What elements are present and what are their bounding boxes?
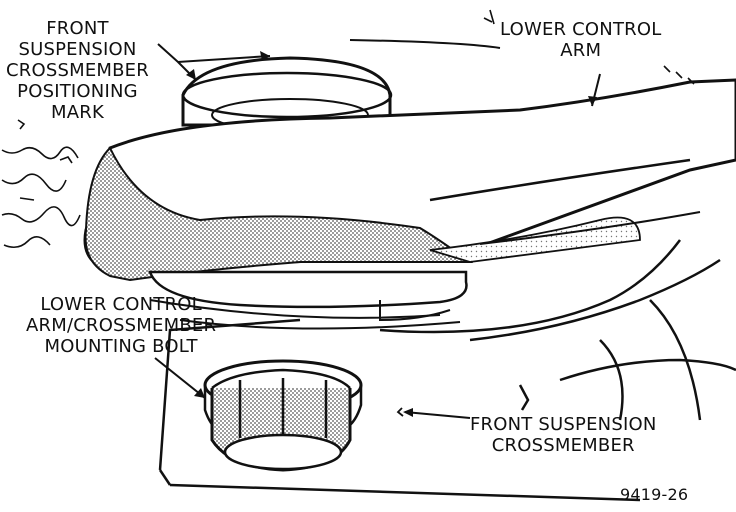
- label-line: LOWER CONTROL: [500, 19, 662, 40]
- label-line: POSITIONING: [17, 81, 138, 102]
- label-line: FRONT SUSPENSION: [470, 414, 657, 435]
- leader-arrowheads: [186, 51, 597, 417]
- label-line: MOUNTING BOLT: [44, 336, 198, 357]
- label-line: FRONT: [46, 18, 109, 39]
- label-line: SUSPENSION: [18, 39, 137, 60]
- crossmember-body: [158, 239, 736, 502]
- lower-bushing: [148, 270, 468, 330]
- label-line: ARM/CROSSMEMBER: [26, 315, 217, 336]
- label-line: CROSSMEMBER: [6, 60, 149, 81]
- frame-texture: [1, 119, 81, 249]
- figure-number: 9419-26: [620, 485, 689, 504]
- mounting-bolt-label: LOWER CONTROL ARM/CROSSMEMBER MOUNTING B…: [26, 294, 216, 357]
- label-line: LOWER CONTROL: [40, 294, 202, 315]
- label-line: CROSSMEMBER: [491, 435, 635, 456]
- mounting-bolt: [203, 359, 363, 472]
- label-line: MARK: [51, 102, 104, 123]
- crossmember-positioning-mark-label: FRONT SUSPENSION CROSSMEMBER POSITIONING…: [6, 18, 149, 123]
- label-line: ARM: [560, 40, 602, 61]
- lower-control-arm-label: LOWER CONTROL ARM: [500, 19, 661, 61]
- lower-control-arm: [83, 9, 736, 282]
- front-suspension-crossmember-label: FRONT SUSPENSION CROSSMEMBER: [470, 414, 657, 456]
